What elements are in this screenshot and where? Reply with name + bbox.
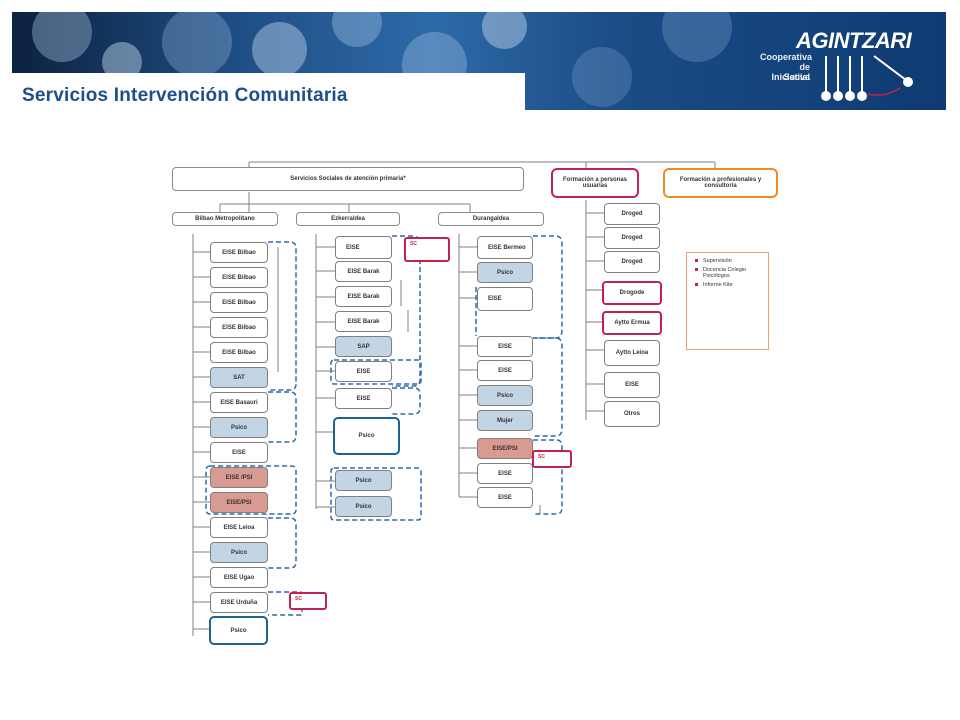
bilbao-item-8: Psico: [210, 417, 268, 438]
durangaldea-item-6: Psico: [477, 385, 533, 406]
ezkerraldea-header: Ezkerraldea: [296, 212, 400, 226]
logo-name: AGINTZARI: [796, 28, 912, 53]
legend-item-docencia: Docencia Colegio Psicólogos: [695, 267, 764, 279]
sc-badge-durangaldea: SC: [532, 450, 572, 468]
ezkerraldea-item-9: Psico: [335, 470, 392, 491]
logo-sub-2: de Iniciativa: [771, 62, 810, 82]
durangaldea-item-7: Mujer: [477, 410, 533, 431]
ezkerraldea-item-7: EISE: [335, 388, 392, 409]
formacion-item-8: Otros: [604, 401, 660, 427]
formacion-usuarias-header: Formación a personas usuarias: [551, 168, 639, 198]
ezkerraldea-item-4: EISE Barak: [335, 311, 392, 332]
durangaldea-item-1: EISE Bermeo: [477, 236, 533, 259]
formacion-item-2: Droged: [604, 227, 660, 249]
ezkerraldea-item-1: EISE: [335, 236, 392, 259]
bokeh-light: [572, 47, 632, 107]
ezkerraldea-item-10: Psico: [335, 496, 392, 517]
bilbao-item-16: Psico: [209, 616, 268, 645]
ezkerraldea-item-8: Psico: [333, 417, 400, 455]
logo-sub-1: Cooperativa: [760, 52, 813, 62]
durangaldea-item-2: Psico: [477, 262, 533, 283]
bilbao-item-3: EISE Bilbao: [210, 292, 268, 313]
legend-list: Supervisión Docencia Colegio Psicólogos …: [695, 258, 764, 288]
bilbao-item-14: EISE Ugao: [210, 567, 268, 588]
formacion-item-7: EISE: [604, 372, 660, 398]
ezkerraldea-item-2: EISE Barak: [335, 261, 392, 282]
formacion-item-3: Droged: [604, 251, 660, 273]
agintzari-logo: AGINTZARI Cooperativa de Iniciativa Soci…: [760, 22, 940, 104]
formacion-item-5: Aytto Ermua: [602, 311, 662, 335]
legend-item-informe: Informe Kite: [695, 282, 764, 288]
formacion-profesionales-header: Formación a profesionales y consultoría: [663, 168, 778, 198]
bilbao-item-5: EISE Bilbao: [210, 342, 268, 363]
bilbao-item-2: EISE Bilbao: [210, 267, 268, 288]
bilbao-item-10: EISE /PSI: [210, 467, 268, 488]
ezkerraldea-item-3: EISE Barak: [335, 286, 392, 307]
page-title: Servicios Intervención Comunitaria: [22, 85, 348, 106]
durangaldea-item-3: EISE: [477, 287, 533, 311]
sc-badge-bilbao: SC: [289, 592, 327, 610]
bokeh-light: [32, 12, 92, 62]
bokeh-light: [482, 12, 527, 49]
durangaldea-item-4: EISE: [477, 336, 533, 357]
bilbao-item-9: EISE: [210, 442, 268, 463]
legend-item-supervision: Supervisión: [695, 258, 764, 264]
bilbao-item-6: SAT: [210, 367, 268, 388]
bilbao-item-13: Psico: [210, 542, 268, 563]
ezkerraldea-item-5: SAP: [335, 336, 392, 357]
sc-badge-ezkerraldea: SC: [404, 237, 450, 262]
bilbao-metropolitano-header: Bilbao Metropolitano: [172, 212, 278, 226]
title-panel: [12, 73, 525, 110]
bilbao-item-11: EISE/PSI: [210, 492, 268, 513]
durangaldea-item-10: EISE: [477, 487, 533, 508]
durangaldea-item-9: EISE: [477, 463, 533, 484]
bilbao-item-7: EISE Basauri: [210, 392, 268, 413]
bokeh-light: [162, 12, 232, 77]
formacion-item-6: Aytto Leioa: [604, 340, 660, 366]
logo-sub-3: Social: [783, 72, 810, 82]
bokeh-light: [252, 22, 307, 77]
bilbao-item-4: EISE Bilbao: [210, 317, 268, 338]
logo-graphic-icon: [821, 55, 913, 101]
servicios-sociales-header: Servicios Sociales de atención primaria*: [172, 167, 524, 191]
durangaldea-item-5: EISE: [477, 360, 533, 381]
durangaldea-header: Durangaldea: [438, 212, 544, 226]
formacion-item-4: Drogode: [602, 281, 662, 305]
bilbao-item-1: EISE Bilbao: [210, 242, 268, 263]
durangaldea-item-8: EISE/PSI: [477, 438, 533, 459]
bilbao-item-15: EISE Urduña: [210, 592, 268, 613]
legend-box: Supervisión Docencia Colegio Psicólogos …: [686, 252, 769, 350]
ezkerraldea-item-6: EISE: [335, 361, 392, 382]
bilbao-item-12: EISE Leioa: [210, 517, 268, 538]
formacion-item-1: Droged: [604, 203, 660, 225]
